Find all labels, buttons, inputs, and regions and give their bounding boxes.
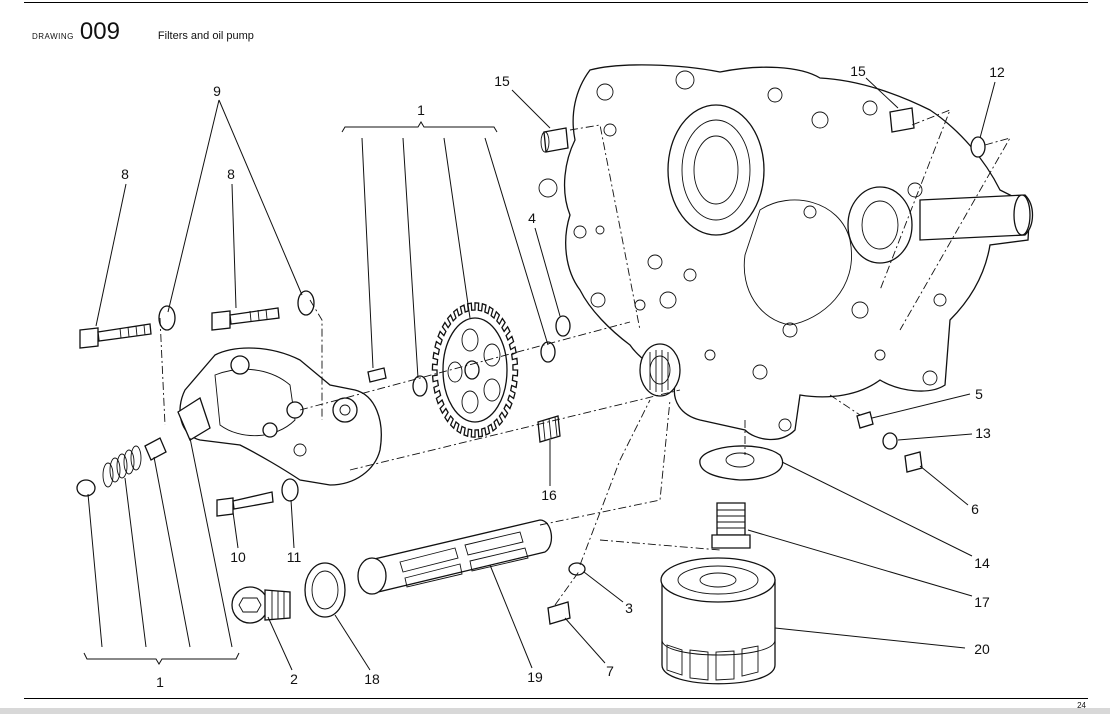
gasket-plate: [699, 445, 784, 481]
oil-strainer: [357, 519, 553, 595]
centerlines: [159, 109, 1011, 606]
bottom-band: [0, 708, 1110, 714]
callout-9: 9: [213, 83, 221, 99]
callout-10: 10: [230, 549, 246, 565]
page-number: 24: [1077, 701, 1086, 710]
drawing-label: DRAWING: [32, 32, 74, 41]
top-rule: [24, 2, 1088, 3]
callout-16: 16: [541, 487, 557, 503]
seal-ring: [304, 562, 346, 618]
crankcase-drawing: [538, 64, 1034, 441]
callout-15-right: 15: [850, 63, 866, 79]
callout-5: 5: [975, 386, 983, 402]
callout-20: 20: [974, 641, 990, 657]
callout-19: 19: [527, 669, 543, 685]
callout-labels: 9 1 15 15 12 8 8 4 5 13 6 14 17 16 10 11…: [121, 63, 1005, 690]
callout-6: 6: [971, 501, 979, 517]
callout-1-bottom: 1: [156, 674, 164, 690]
oil-filter-cartridge: [660, 557, 776, 685]
callout-13: 13: [975, 425, 991, 441]
callout-15-left: 15: [494, 73, 510, 89]
page-title: Filters and oil pump: [157, 30, 254, 42]
callout-1-top: 1: [417, 102, 425, 118]
callout-7: 7: [606, 663, 614, 679]
drawing-number: 009: [79, 18, 120, 45]
callout-8-left: 8: [121, 166, 129, 182]
leader-lines: [83, 77, 996, 671]
callout-12: 12: [989, 64, 1005, 80]
callout-11: 11: [287, 549, 302, 565]
callout-8-right: 8: [227, 166, 235, 182]
callout-18: 18: [364, 671, 380, 687]
filter-nipple: [711, 502, 751, 549]
callout-2: 2: [290, 671, 298, 687]
callout-17: 17: [974, 594, 990, 610]
drawing-header: DRAWING 009 Filters and oil pump: [32, 18, 254, 46]
bottom-rule: [24, 698, 1088, 699]
oil-pump-body: [177, 347, 382, 486]
drain-plug: [231, 586, 291, 624]
callout-3: 3: [625, 600, 633, 616]
callout-14: 14: [974, 555, 990, 571]
callout-4: 4: [528, 210, 536, 226]
fasteners: [76, 107, 986, 625]
pump-gear: [431, 302, 519, 438]
